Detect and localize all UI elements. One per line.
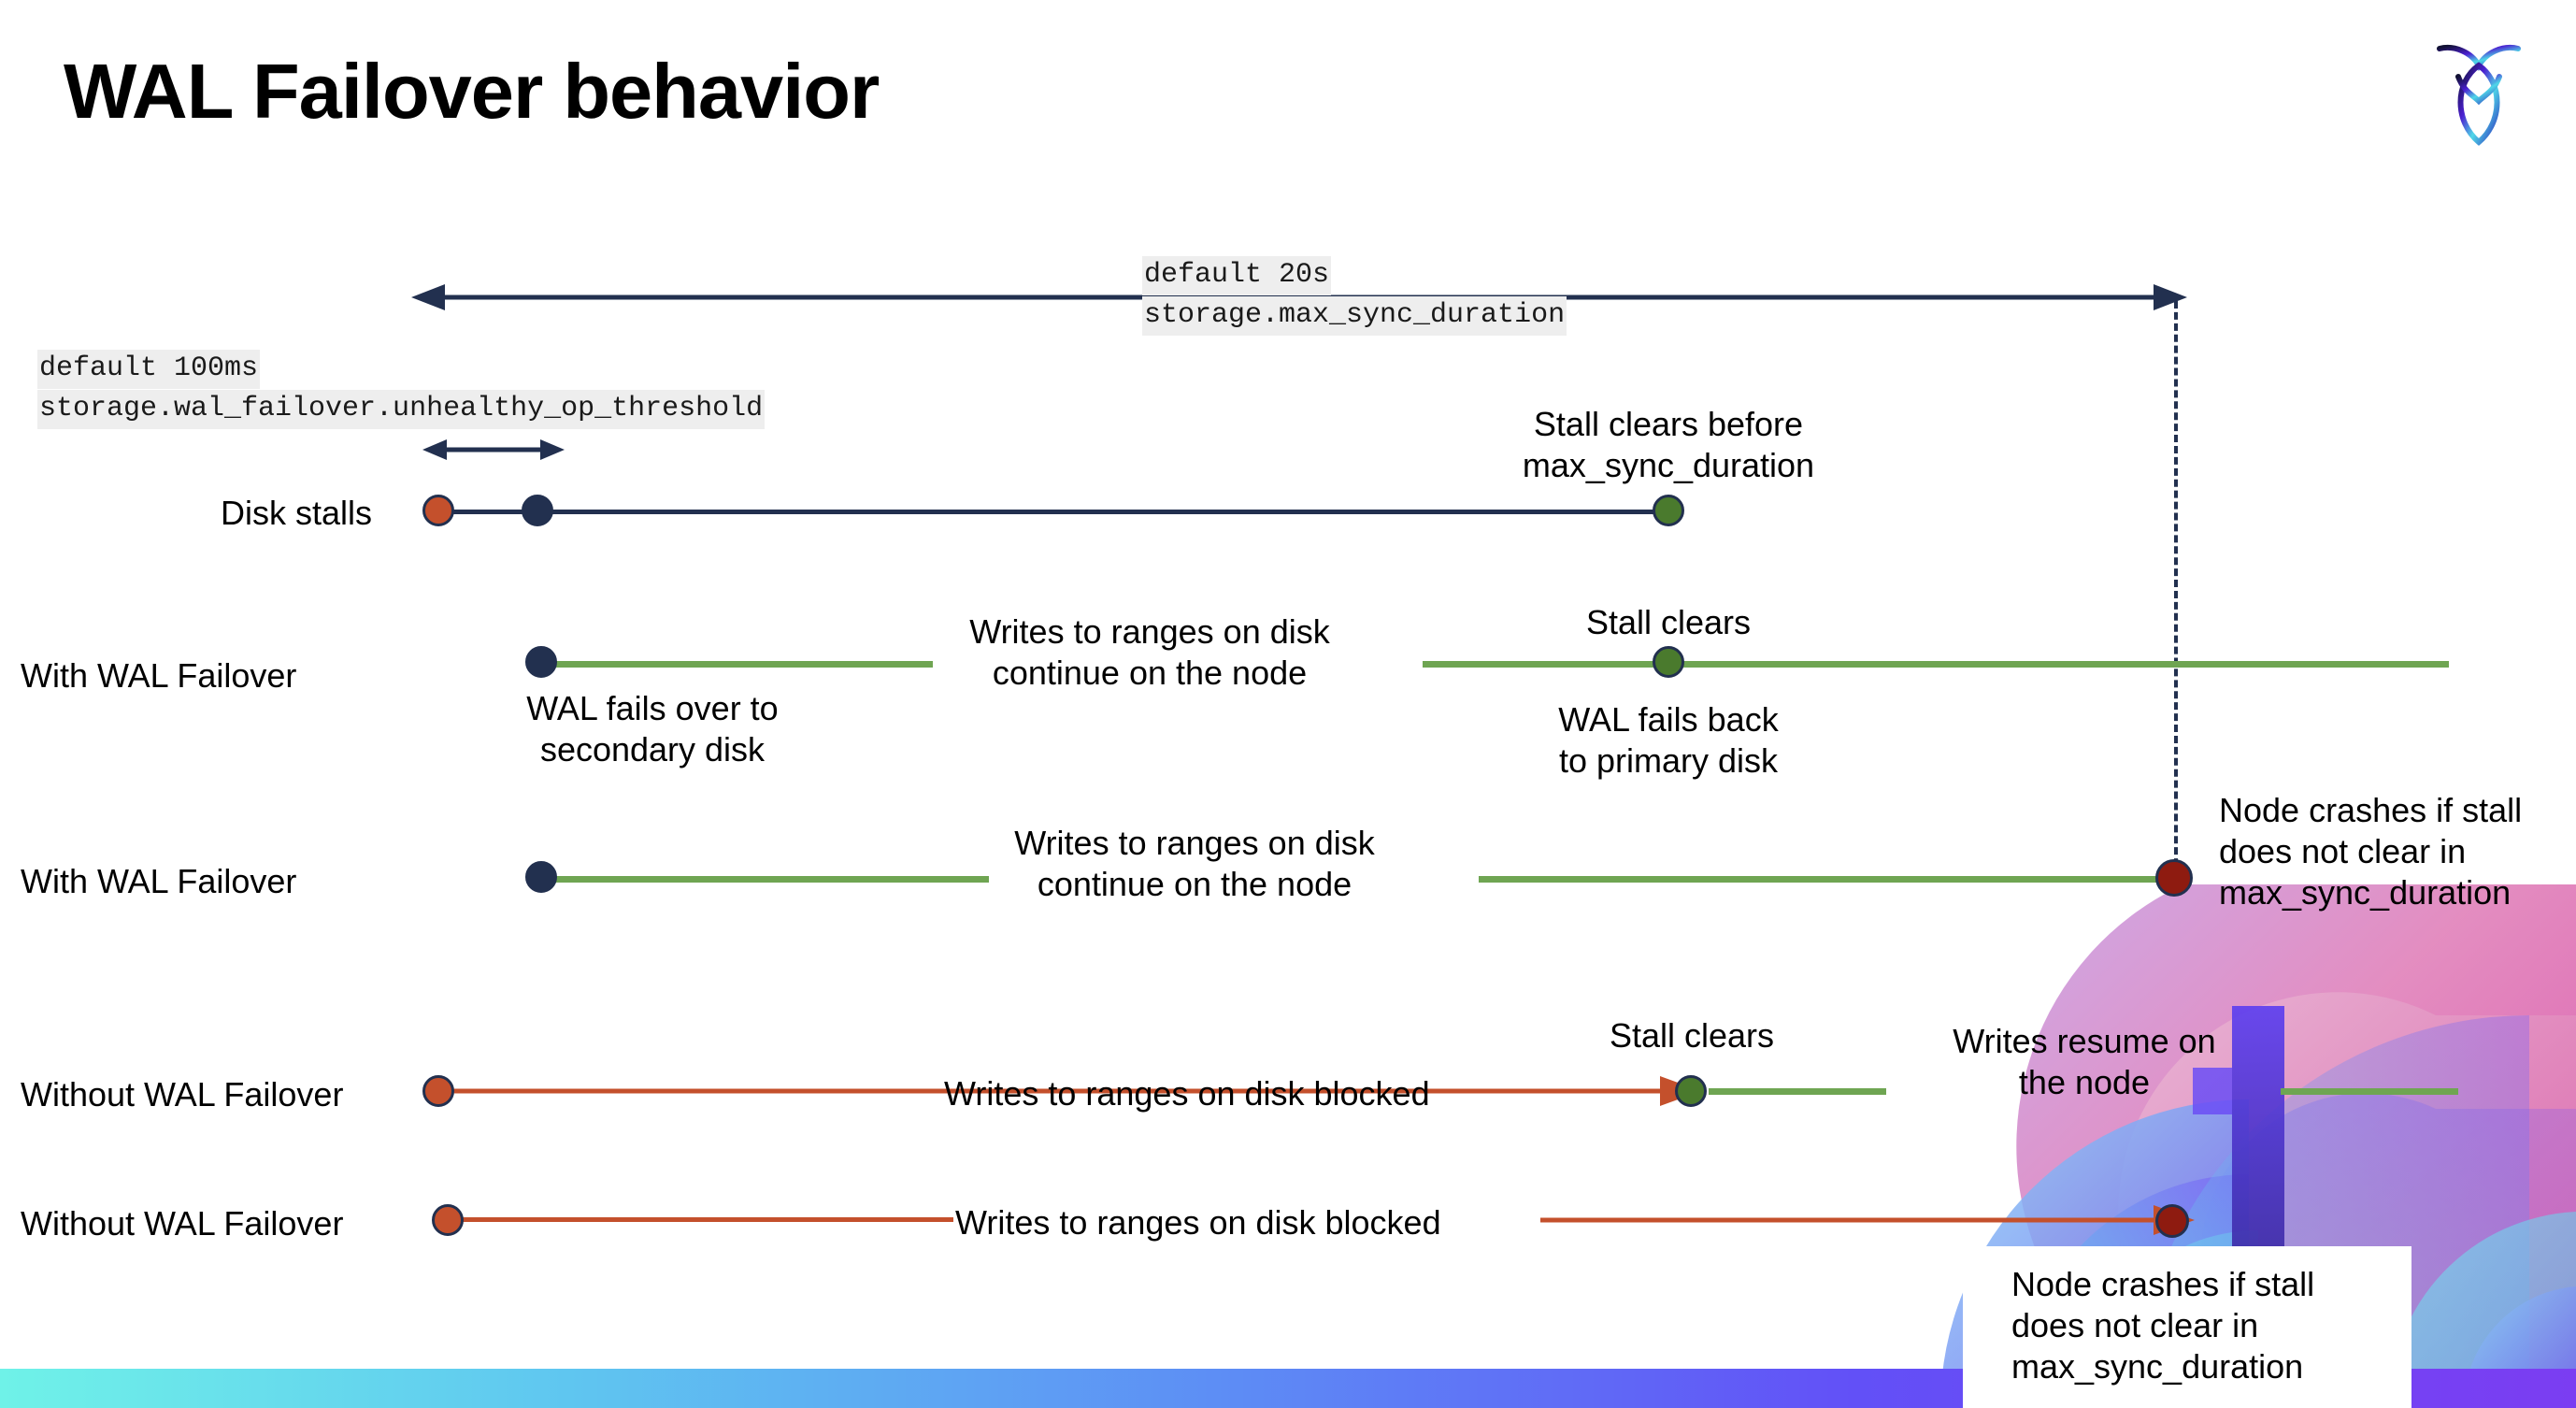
row-label-without-wal-failover-1: Without WAL Failover <box>21 1075 344 1113</box>
max-sync-duration-setting-label: storage.max_sync_duration <box>1142 296 1567 336</box>
unhealthy-op-threshold-span-arrow <box>422 439 565 460</box>
annotation-stall-clears-2: Stall clears <box>1609 1016 1775 1055</box>
node-crashes-callout-panel <box>1963 1246 2411 1408</box>
with-wal-failover-2-crash-marker <box>2155 859 2193 897</box>
cockroachdb-logo-icon <box>2423 24 2535 155</box>
without-wal-failover-1-clear-marker <box>1675 1075 1707 1107</box>
annotation-writes-continue-on-node-1: Writes to ranges on disk continue on the… <box>969 612 1330 692</box>
with-wal-failover-1-clear-marker <box>1653 646 1684 678</box>
disk-stalls-start-marker <box>422 495 454 526</box>
disk-stalls-clear-marker <box>1653 495 1684 526</box>
with-wal-failover-1-timeline-left <box>542 661 933 668</box>
annotation-wal-fails-over-to-secondary-disk: WAL fails over to secondary disk <box>526 689 779 769</box>
annotation-writes-resume-on-node: Writes resume on the node <box>1953 1022 2216 1101</box>
without-wal-failover-2-timeline-left <box>454 1217 953 1222</box>
row-label-without-wal-failover-2: Without WAL Failover <box>21 1204 344 1243</box>
with-wal-failover-2-timeline-right <box>1479 876 2176 883</box>
without-wal-failover-1-start-marker <box>422 1075 454 1107</box>
unhealthy-op-threshold-setting-label: storage.wal_failover.unhealthy_op_thresh… <box>37 390 766 429</box>
row-label-with-wal-failover-2: With WAL Failover <box>21 862 297 900</box>
unhealthy-op-threshold-default-label: default 100ms <box>37 350 261 389</box>
with-wal-failover-1-failover-marker <box>525 646 557 678</box>
annotation-stall-clears-before-max-sync: Stall clears before max_sync_duration <box>1522 405 1815 484</box>
with-wal-failover-2-timeline-left <box>542 876 989 883</box>
disk-stalls-threshold-marker <box>522 495 553 526</box>
max-sync-duration-dashed-guide <box>2174 301 2178 877</box>
without-wal-failover-1-timeline-right-b <box>2281 1088 2458 1095</box>
max-sync-duration-default-label: default 20s <box>1142 256 1332 295</box>
annotation-node-crashes-1: Node crashes if stall does not clear in … <box>2219 791 2523 912</box>
annotation-stall-clears-1: Stall clears <box>1585 603 1752 641</box>
disk-stalls-timeline <box>439 510 1682 514</box>
annotation-writes-blocked-1: Writes to ranges on disk blocked <box>944 1074 1430 1113</box>
without-wal-failover-2-crash-marker <box>2155 1204 2189 1238</box>
annotation-writes-continue-on-node-2: Writes to ranges on disk continue on the… <box>1014 824 1375 903</box>
with-wal-failover-1-timeline-right <box>1423 661 2449 668</box>
annotation-wal-fails-back-to-primary-disk: WAL fails back to primary disk <box>1558 700 1779 780</box>
annotation-node-crashes-2: Node crashes if stall does not clear in … <box>2011 1265 2315 1386</box>
without-wal-failover-1-timeline-right-a <box>1709 1088 1886 1095</box>
page-title: WAL Failover behavior <box>64 48 880 135</box>
without-wal-failover-2-start-marker <box>432 1204 464 1236</box>
row-label-with-wal-failover-1: With WAL Failover <box>21 656 297 695</box>
row-label-disk-stalls: Disk stalls <box>221 494 373 532</box>
annotation-writes-blocked-2: Writes to ranges on disk blocked <box>955 1203 1441 1242</box>
with-wal-failover-2-failover-marker <box>525 861 557 893</box>
